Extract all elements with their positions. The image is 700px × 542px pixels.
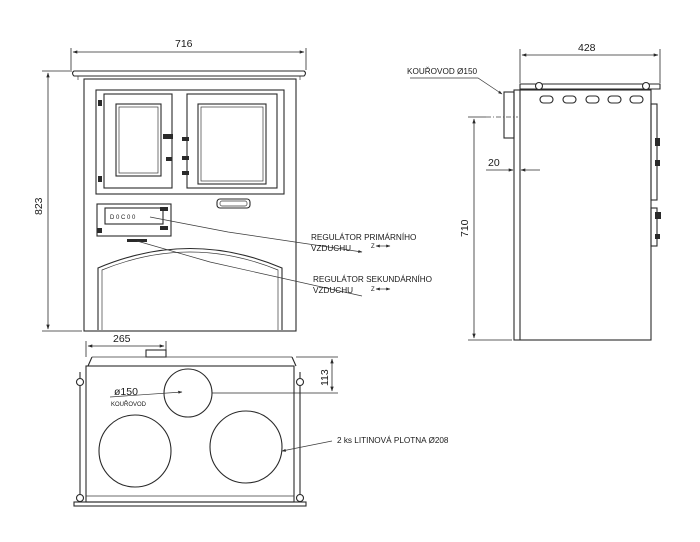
firebox-door [96, 203, 172, 237]
label-flue-side: KOUŘOVOD Ø150 [407, 66, 478, 76]
side-oven-door [650, 103, 658, 201]
right-door-window [197, 103, 267, 185]
right-door [186, 93, 278, 189]
label-primary-regulator-1: REGULÁTOR PRIMÁRNÍHO [311, 232, 416, 242]
right-hinge [182, 137, 189, 141]
dim-top-height: 113 [319, 369, 331, 386]
primary-symbol: Z [371, 244, 375, 250]
oven-handle [216, 198, 251, 209]
vent-slot [629, 95, 644, 104]
vent-slot [607, 95, 622, 104]
front-body [83, 78, 297, 332]
front-view: D 0 C 0 0 716 823 [33, 38, 363, 332]
primary-air-regulator [104, 207, 164, 225]
label-flue-top: KOUŘOVOD [111, 400, 147, 408]
left-door [103, 93, 173, 189]
dim-side-depth: 428 [578, 42, 596, 54]
label-flue-top-diameter: ø150 [114, 386, 138, 398]
front-upper-frame [95, 89, 285, 195]
side-flue-pipe [503, 91, 515, 139]
leader-flue-top [109, 390, 183, 398]
leader-secondary-regulator [136, 240, 363, 297]
vent-slot [539, 95, 554, 104]
side-top-rail [519, 83, 661, 90]
side-body [513, 89, 652, 341]
secondary-symbol: Z [371, 287, 375, 293]
side-firebox-door [650, 207, 658, 247]
top-front-rail [73, 501, 307, 507]
dim-side-offset: 20 [488, 157, 500, 169]
vent-slot [562, 95, 577, 104]
dim-top-offset: 265 [113, 333, 131, 345]
cast-iron-plate-right [209, 410, 283, 484]
label-cast-plates: 2 ks LITINOVÁ PLOTNA Ø208 [337, 435, 449, 445]
side-view: 428 710 20 [410, 42, 661, 341]
leader-flue-side [410, 77, 503, 95]
vent-slot [585, 95, 600, 104]
secondary-air-regulator [127, 239, 147, 242]
left-door-window [115, 103, 162, 177]
dim-front-height: 823 [33, 197, 45, 215]
top-flue-stub [145, 349, 167, 358]
ash-door-arch [97, 247, 283, 330]
dim-side-height: 710 [459, 219, 471, 237]
left-latch [163, 134, 173, 139]
cast-iron-plate-left [98, 414, 172, 488]
label-primary-regulator-2: VZDUCHU [311, 244, 351, 253]
top-view: 265 113 [73, 333, 338, 507]
regulator-dial-readout: D 0 C 0 0 [110, 215, 136, 221]
label-secondary-regulator-1: REGULÁTOR SEKUNDÁRNÍHO [313, 274, 432, 284]
leader-primary-regulator [149, 216, 363, 253]
front-top-plate [71, 70, 307, 77]
leader-cast-plates [281, 440, 333, 452]
label-secondary-regulator-2: VZDUCHU [313, 286, 353, 295]
dim-front-width: 716 [175, 38, 193, 50]
